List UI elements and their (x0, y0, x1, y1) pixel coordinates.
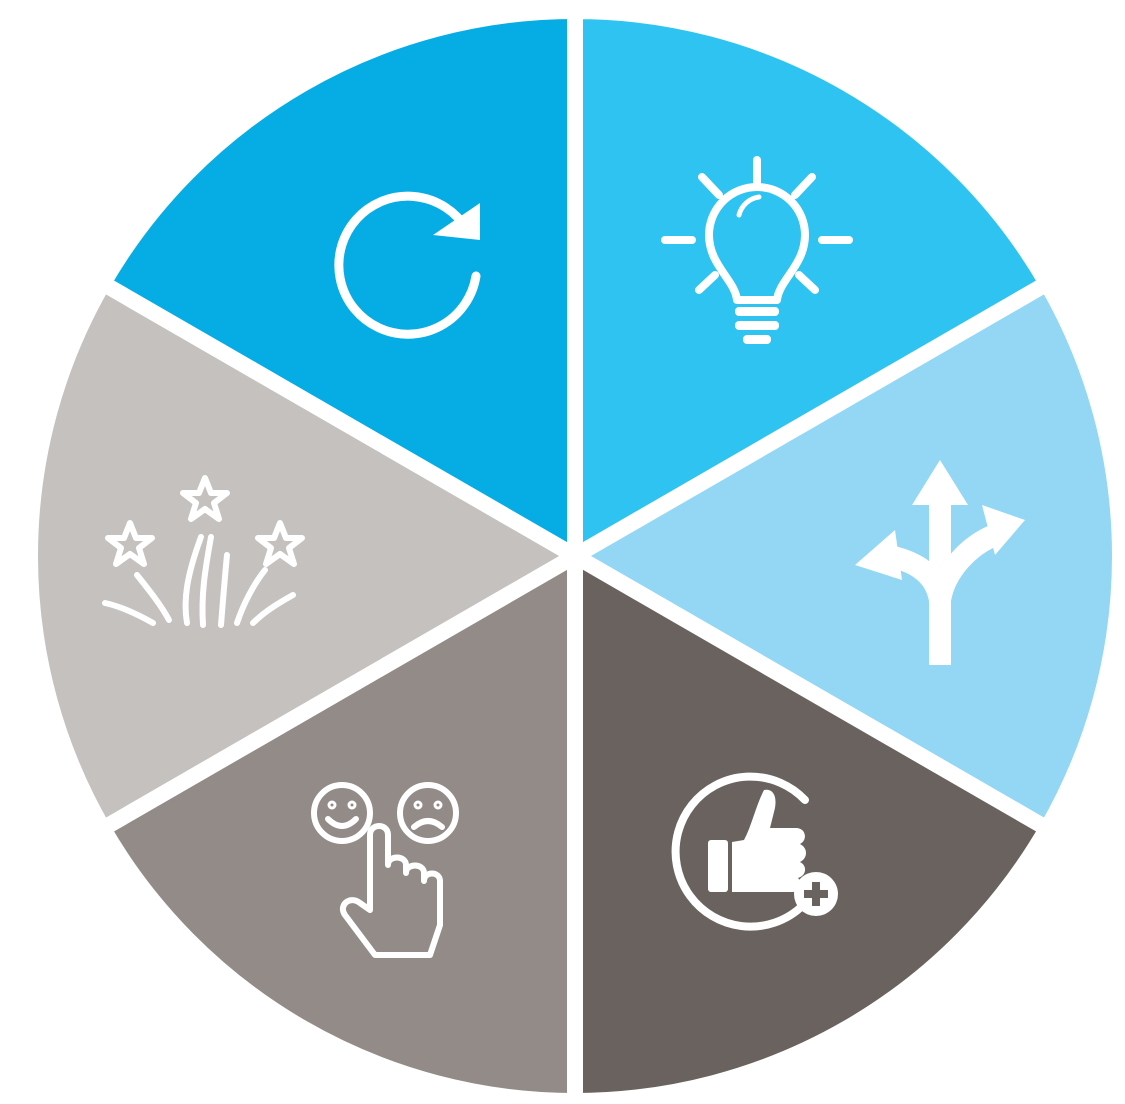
segment-choice (559, 272, 1125, 840)
lightbulb-icon (661, 156, 853, 344)
branching-arrows-icon (855, 460, 1025, 665)
thumbs-up-plus-icon (671, 772, 838, 931)
segment-wedges (22, 2, 1125, 1104)
segment-approval (567, 542, 1058, 1104)
refresh-icon (334, 191, 481, 339)
fireworks-stars-icon (102, 475, 305, 628)
segment-celebration (22, 272, 592, 840)
hand-select-emoji-icon (311, 782, 459, 958)
